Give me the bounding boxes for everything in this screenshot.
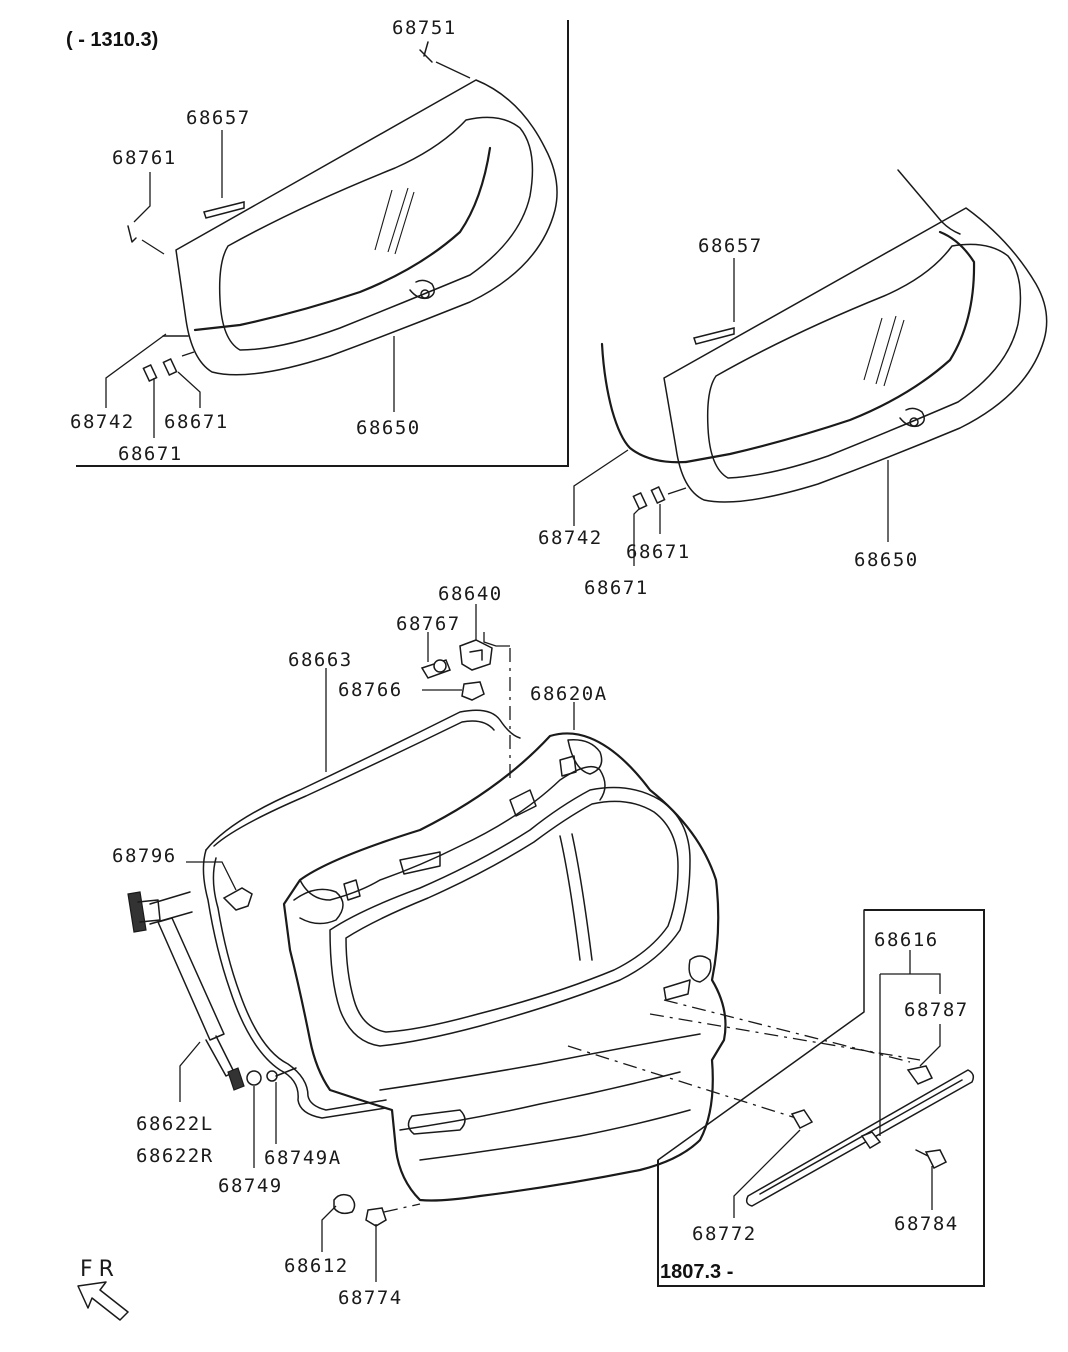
clip-68761 (127, 225, 137, 243)
label-68772: 68772 (692, 1223, 757, 1245)
label-68774: 68774 (338, 1287, 403, 1309)
weatherstrip-68663 (205, 709, 521, 851)
garnish-68616 (745, 1069, 975, 1207)
bottom-labels: 68640 68767 68663 68766 68620A 68796 686… (112, 583, 608, 1309)
spacer-68671-b2 (650, 485, 666, 505)
fastener-68774 (365, 1207, 387, 1227)
direction-label: FR (80, 1257, 120, 1282)
clip-68749 (246, 1070, 262, 1086)
panel-top-left: ( - 1310.3) 68751 68657 68761 (66, 17, 569, 467)
label-68657-a: 68657 (186, 107, 251, 129)
moulding-68657-b (693, 327, 735, 345)
label-68620A: 68620A (530, 683, 608, 705)
bolt-68796 (222, 887, 253, 911)
range-label-bottom-right: 1807.3 - (660, 1261, 733, 1283)
clip-68772 (790, 1109, 814, 1129)
spacer-68671-b1 (632, 491, 648, 511)
label-68749A: 68749A (264, 1147, 342, 1169)
label-68671-a2: 68671 (118, 443, 183, 465)
label-68784: 68784 (894, 1213, 959, 1235)
bumper-68612 (333, 1193, 356, 1215)
back-door-assembly (202, 648, 921, 1213)
label-68671-b1: 68671 (626, 541, 691, 563)
label-68671-b2: 68671 (584, 577, 649, 599)
front-direction-indicator: FR (77, 1257, 129, 1321)
dam-68742-b (600, 342, 688, 464)
label-68742-a: 68742 (70, 411, 135, 433)
spacer-68671-a1 (142, 363, 158, 383)
label-68616: 68616 (874, 929, 939, 951)
label-68622L: 68622L (136, 1113, 214, 1135)
nut-68766 (461, 681, 485, 701)
moulding-68657-a (203, 201, 245, 219)
panel-top-left-border (76, 20, 569, 467)
label-68766: 68766 (338, 679, 403, 701)
label-68622R: 68622R (136, 1145, 214, 1167)
clip-68787 (906, 1065, 934, 1085)
label-68767: 68767 (396, 613, 461, 635)
panel-bottom-right: 1807.3 - 68616 68787 68772 68784 (657, 909, 985, 1287)
spacer-68671-a2 (162, 357, 178, 377)
hinge-68640 (459, 639, 493, 671)
label-68663: 68663 (288, 649, 353, 671)
small-parts (127, 639, 493, 1227)
label-68751: 68751 (392, 17, 457, 39)
label-68657-b: 68657 (698, 235, 763, 257)
label-68612: 68612 (284, 1255, 349, 1277)
clip-68751 (419, 41, 433, 63)
panel-bottom-right-border (657, 909, 985, 1287)
panel-top-right: 68657 68742 68671 68671 68650 (538, 169, 1048, 599)
label-68749: 68749 (218, 1175, 283, 1197)
label-68671-a1: 68671 (164, 411, 229, 433)
front-arrow-icon (77, 1281, 129, 1321)
screw-68784 (924, 1149, 948, 1170)
label-68650-a: 68650 (356, 417, 421, 439)
label-68796: 68796 (112, 845, 177, 867)
label-68787: 68787 (904, 999, 969, 1021)
label-68640: 68640 (438, 583, 503, 605)
back-door-glass-a (175, 79, 558, 376)
label-68761: 68761 (112, 147, 177, 169)
label-68650-b: 68650 (854, 549, 919, 571)
range-label-top-left: ( - 1310.3) (66, 29, 158, 51)
label-68742-b: 68742 (538, 527, 603, 549)
license-lamp-recess (407, 1109, 466, 1135)
back-door-glass-b (663, 169, 1048, 503)
gas-spring-68622 (127, 891, 245, 1091)
